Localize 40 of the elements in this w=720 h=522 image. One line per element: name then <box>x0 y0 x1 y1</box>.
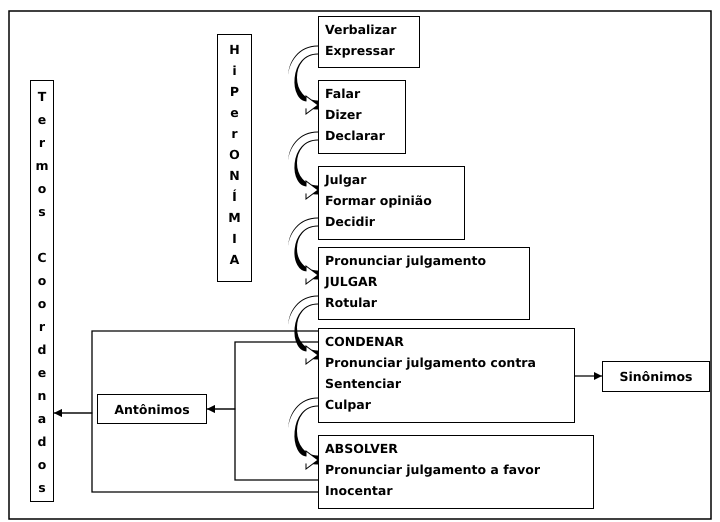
term-text: Sinônimos <box>619 369 692 384</box>
term-box <box>97 394 207 424</box>
curved-block-arrow <box>288 218 319 283</box>
term-text: Formar opinião <box>325 192 433 210</box>
term-text: Verbalizar <box>325 21 398 39</box>
term-text: Dizer <box>325 106 363 124</box>
term-text: Falar <box>325 85 362 103</box>
vertical-title-box <box>217 34 252 282</box>
curved-block-arrow <box>288 398 319 468</box>
term-text: Decidir <box>325 213 376 231</box>
vertical-label: Termos Coordenados <box>34 88 50 497</box>
arrow <box>575 372 602 380</box>
term-box <box>318 16 420 68</box>
curved-block-arrow <box>288 132 319 198</box>
term-text: JULGAR <box>325 273 378 291</box>
term-text: Pronunciar julgamento a favor <box>325 461 541 479</box>
term-box <box>318 80 406 154</box>
term-box <box>318 328 575 423</box>
term-text: Sentenciar <box>325 375 402 393</box>
arrow <box>54 409 318 493</box>
curved-block-arrow <box>288 296 319 363</box>
term-text: Inocentar <box>325 482 394 500</box>
term-box <box>318 166 465 240</box>
term-box <box>318 435 594 509</box>
term-text: Pronunciar julgamento contra <box>325 354 537 372</box>
arrow <box>207 405 318 481</box>
term-text: Culpar <box>325 396 372 414</box>
term-text: Pronunciar julgamento <box>325 252 488 270</box>
term-text: CONDENAR <box>325 333 405 351</box>
term-text: Julgar <box>325 171 368 189</box>
term-text: Antônimos <box>114 402 190 416</box>
curved-block-arrow <box>288 46 319 113</box>
term-text: Declarar <box>325 127 386 145</box>
vertical-title-box <box>30 80 54 502</box>
term-text: Expressar <box>325 42 396 60</box>
term-text: Rotular <box>325 294 378 312</box>
term-box <box>318 247 530 320</box>
term-text: ABSOLVER <box>325 440 399 458</box>
vertical-label: HiPerONÍMIA <box>227 41 242 269</box>
term-box <box>602 361 710 392</box>
